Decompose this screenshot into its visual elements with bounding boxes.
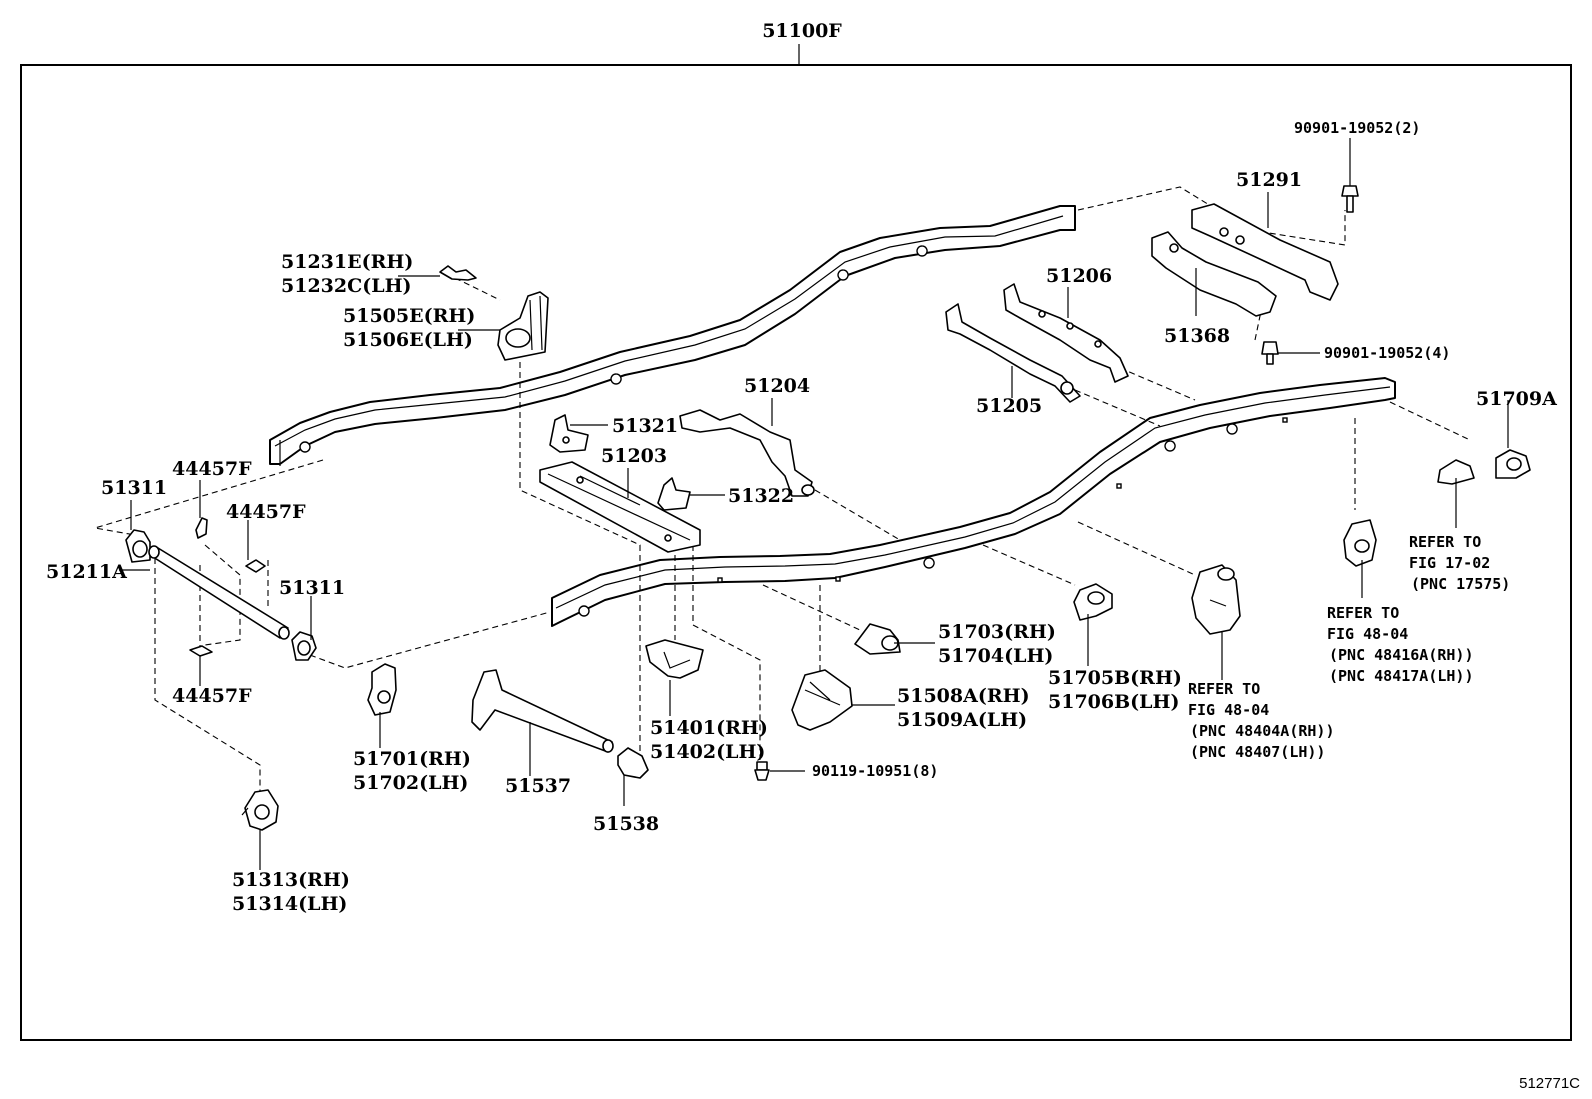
ref-48-04-a-line2[interactable]: FIG 48-04 [1327, 625, 1408, 643]
label-51313[interactable]: 51313(RH) [232, 869, 350, 891]
part-51508a-mount[interactable] [791, 669, 853, 731]
label-51509a[interactable]: 51509A(LH) [897, 709, 1027, 731]
part-51701-bracket[interactable] [367, 663, 397, 716]
part-51709a-bracket[interactable] [1495, 449, 1531, 479]
label-90901-b[interactable]: 90901-19052(4) [1324, 344, 1450, 362]
part-44457f-clip-c[interactable] [189, 645, 213, 657]
part-48404a-mount[interactable] [1191, 564, 1241, 635]
label-44457f-a[interactable]: 44457F [172, 458, 252, 480]
part-17575-bracket[interactable] [1437, 459, 1475, 485]
ref-48-04-b-line3[interactable]: (PNC 48404A(RH)) [1190, 722, 1335, 740]
ref-48-04-b-line4[interactable]: (PNC 48407(LH)) [1190, 743, 1325, 761]
label-51205[interactable]: 51205 [976, 395, 1042, 417]
label-51709a[interactable]: 51709A [1476, 388, 1557, 410]
part-51205-crossmember[interactable] [945, 303, 1081, 403]
assembly-label[interactable]: 51100F [762, 20, 842, 42]
label-90901-a[interactable]: 90901-19052(2) [1294, 119, 1420, 137]
part-51321-bracket[interactable] [549, 414, 589, 453]
part-51505e-bracket[interactable] [497, 291, 549, 361]
part-51311-bushing-a[interactable] [125, 529, 151, 563]
label-51508a[interactable]: 51508A(RH) [897, 685, 1030, 707]
label-51368[interactable]: 51368 [1164, 325, 1230, 347]
label-51704[interactable]: 51704(LH) [938, 645, 1053, 667]
label-51402[interactable]: 51402(LH) [650, 741, 765, 763]
ref-48-04-b-line2[interactable]: FIG 48-04 [1188, 701, 1269, 719]
label-51537[interactable]: 51537 [505, 775, 571, 797]
label-51291[interactable]: 51291 [1236, 169, 1302, 191]
assembly-frame [20, 64, 1572, 1041]
ref-48-04-b-line1[interactable]: REFER TO [1188, 680, 1260, 698]
part-51538-bracket[interactable] [617, 747, 649, 779]
label-51204[interactable]: 51204 [744, 375, 810, 397]
part-51368-bracket[interactable] [1151, 231, 1277, 317]
label-51505e[interactable]: 51505E(RH) [343, 305, 475, 327]
ref-48-04-a-line1[interactable]: REFER TO [1327, 604, 1399, 622]
ref-17-02-line1[interactable]: REFER TO [1409, 533, 1481, 551]
part-51313-hanger[interactable] [241, 789, 279, 831]
part-51291-crossmember[interactable] [1191, 203, 1339, 301]
label-51705b[interactable]: 51705B(RH) [1048, 667, 1182, 689]
ref-17-02-line2[interactable]: FIG 17-02 [1409, 554, 1490, 572]
label-90119[interactable]: 90119-10951(8) [812, 762, 938, 780]
label-51322[interactable]: 51322 [728, 485, 794, 507]
part-51322-bracket[interactable] [657, 477, 691, 511]
ref-48-04-a-line4[interactable]: (PNC 48417A(LH)) [1329, 667, 1474, 685]
part-51705b-mount[interactable] [1073, 583, 1113, 621]
assembly-lines [94, 186, 1471, 800]
bolt-90901-b[interactable] [1261, 341, 1279, 365]
part-51401-bracket[interactable] [645, 639, 704, 679]
label-51203[interactable]: 51203 [601, 445, 667, 467]
label-51311-b[interactable]: 51311 [279, 577, 345, 599]
label-51506e[interactable]: 51506E(LH) [343, 329, 473, 351]
label-51211a[interactable]: 51211A [46, 561, 127, 583]
figure-id: 512771C [1519, 1075, 1580, 1092]
label-51538[interactable]: 51538 [593, 813, 659, 835]
label-51206[interactable]: 51206 [1046, 265, 1112, 287]
label-51231e[interactable]: 51231E(RH) [281, 251, 413, 273]
part-51211a-tube[interactable] [148, 545, 290, 640]
reference-notes: REFER TO FIG 17-02 (PNC 17575) REFER TO … [1188, 533, 1510, 761]
bolt-90901-a[interactable] [1341, 185, 1359, 213]
label-51702[interactable]: 51702(LH) [353, 772, 468, 794]
far-frame-rail [269, 205, 1076, 466]
part-51703-bracket[interactable] [854, 623, 901, 655]
label-44457f-c[interactable]: 44457F [172, 685, 252, 707]
label-51321[interactable]: 51321 [612, 415, 678, 437]
bolt-90119[interactable] [754, 761, 770, 781]
ref-17-02-line3[interactable]: (PNC 17575) [1411, 575, 1510, 593]
ref-48-04-a-line3[interactable]: (PNC 48416A(RH)) [1329, 646, 1474, 664]
leader-lines [119, 138, 1509, 870]
label-51703[interactable]: 51703(RH) [938, 621, 1056, 643]
label-51314[interactable]: 51314(LH) [232, 893, 347, 915]
part-44457f-clip-a[interactable] [195, 517, 208, 539]
part-51311-bushing-b[interactable] [291, 631, 317, 661]
label-51706b[interactable]: 51706B(LH) [1048, 691, 1179, 713]
label-44457f-b[interactable]: 44457F [226, 501, 306, 523]
part-51204-crossmember[interactable] [679, 409, 815, 497]
part-51231e-clip[interactable] [439, 265, 477, 281]
part-44457f-clip-b[interactable] [245, 559, 266, 573]
label-51701[interactable]: 51701(RH) [353, 748, 471, 770]
part-labels: 51231E(RH) 51232C(LH) 51505E(RH) 51506E(… [46, 119, 1557, 915]
part-51206-crossmember[interactable] [1003, 283, 1129, 383]
part-48416a-bracket[interactable] [1343, 519, 1377, 567]
near-frame-rail [551, 377, 1396, 627]
label-51232c[interactable]: 51232C(LH) [281, 275, 412, 297]
part-51537-tube[interactable] [471, 669, 614, 753]
label-51311-a[interactable]: 51311 [101, 477, 167, 499]
part-51203-crossmember[interactable] [539, 461, 701, 553]
label-51401[interactable]: 51401(RH) [650, 717, 768, 739]
